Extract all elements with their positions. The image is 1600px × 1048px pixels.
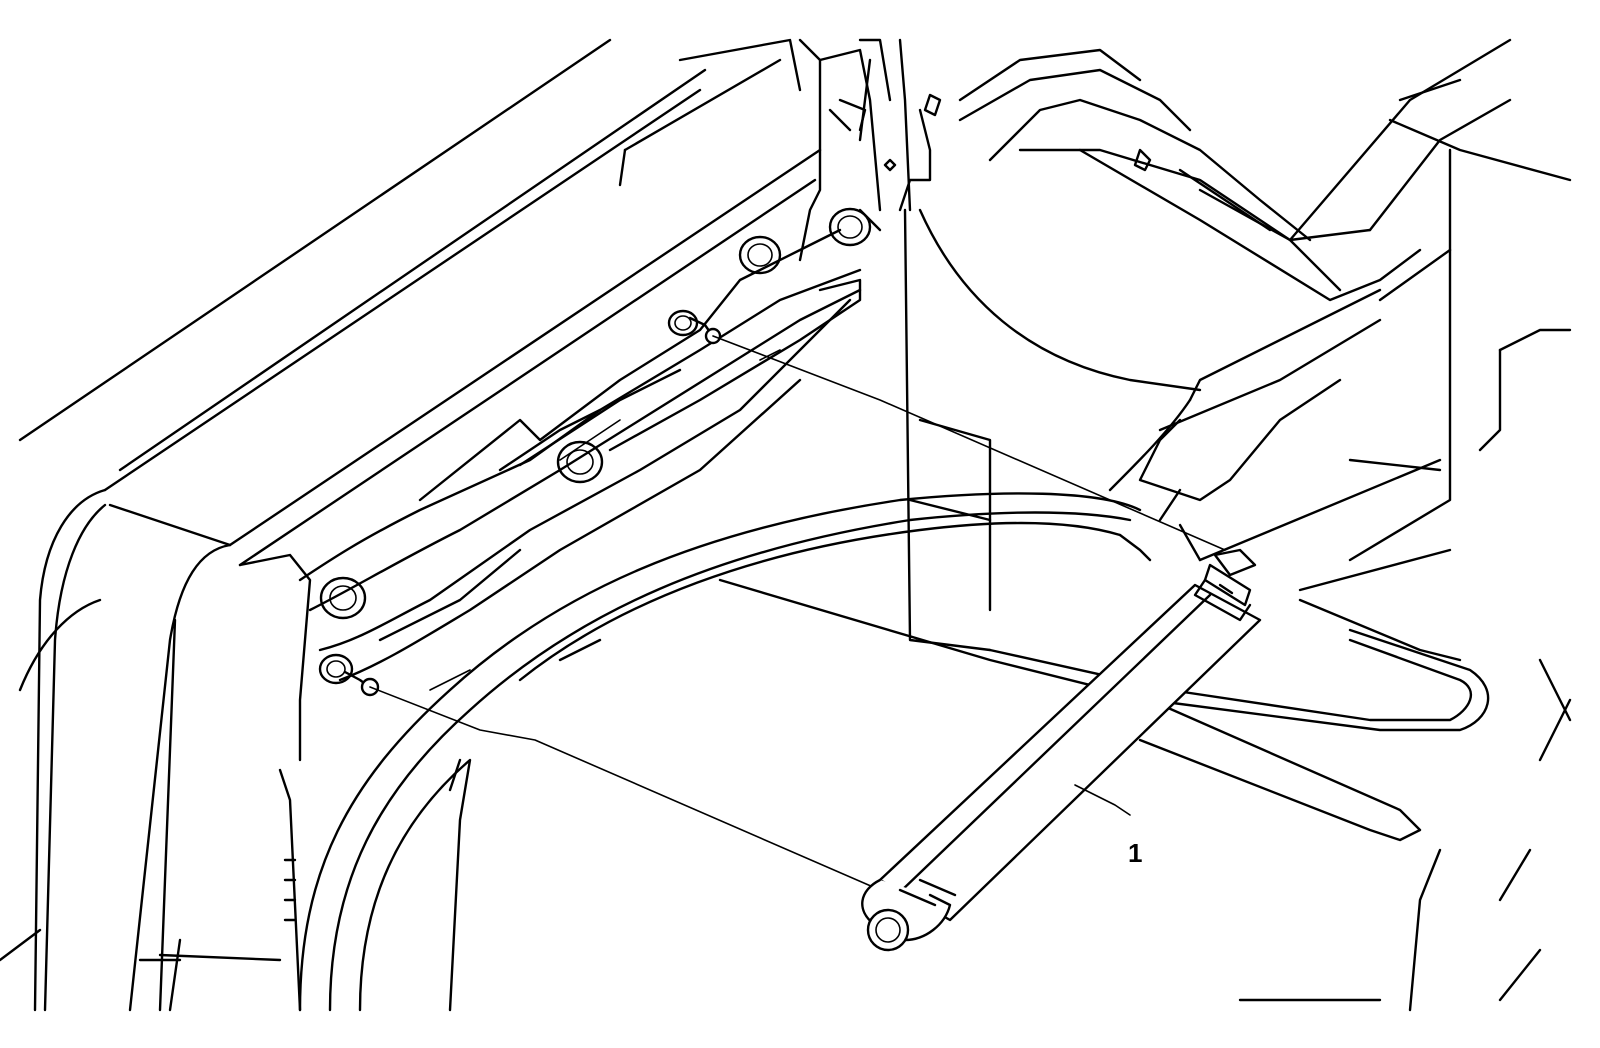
misc-detail-lines bbox=[429, 349, 1452, 691]
callout-1: 1 bbox=[1074, 784, 1142, 868]
wheel-house-arch bbox=[138, 492, 1152, 1012]
installation-guide-lines bbox=[369, 335, 1226, 891]
bracket-bolts bbox=[319, 207, 872, 620]
d-pillar bbox=[903, 38, 1572, 652]
body-side-panel bbox=[0, 38, 822, 1012]
lift-support-strut bbox=[861, 548, 1262, 952]
callout-number: 1 bbox=[1128, 838, 1142, 868]
lower-ball-stud bbox=[318, 653, 380, 697]
quarter-inner-panel bbox=[238, 38, 942, 1012]
rear-opening bbox=[718, 418, 1572, 1012]
